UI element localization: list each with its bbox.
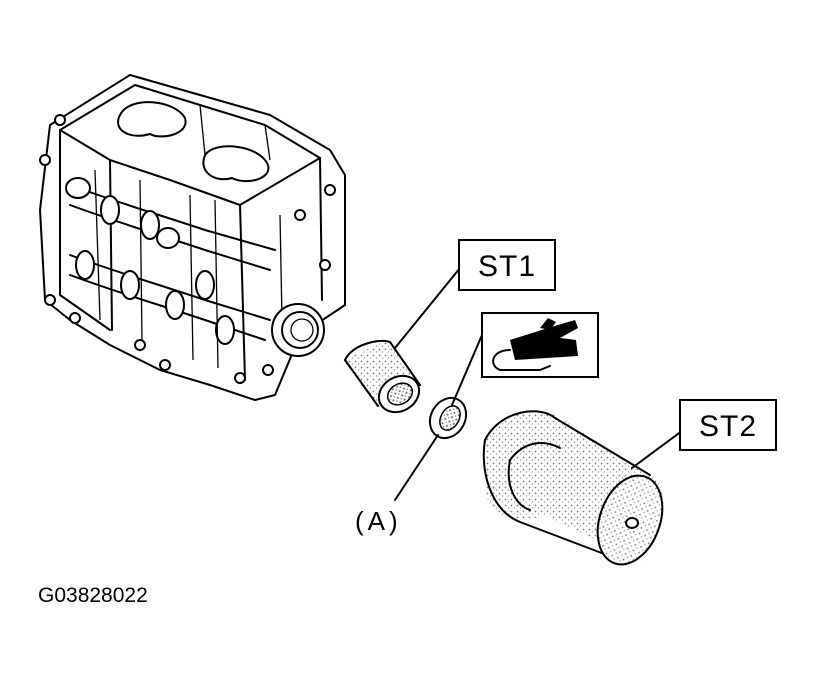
callout-st1: ST1 bbox=[458, 239, 556, 291]
leader-a bbox=[394, 434, 439, 501]
st1-tool bbox=[343, 340, 421, 414]
leader-grease bbox=[451, 334, 483, 406]
callout-st1-box bbox=[458, 239, 556, 291]
grease-gun-icon bbox=[481, 312, 599, 378]
part-a-label: (A) bbox=[355, 506, 402, 536]
st2-tool bbox=[482, 410, 664, 566]
callout-st2: ST2 bbox=[679, 399, 777, 451]
oil-seal-a bbox=[428, 396, 468, 440]
callout-st1-text: ST1 bbox=[478, 250, 536, 283]
leader-lines bbox=[394, 267, 691, 501]
figure-id: G03828022 bbox=[38, 584, 148, 607]
cylinder-head bbox=[39, 74, 346, 401]
leader-st1 bbox=[394, 267, 461, 349]
callout-st2-box bbox=[679, 399, 777, 451]
callout-st2-text: ST2 bbox=[699, 410, 757, 443]
